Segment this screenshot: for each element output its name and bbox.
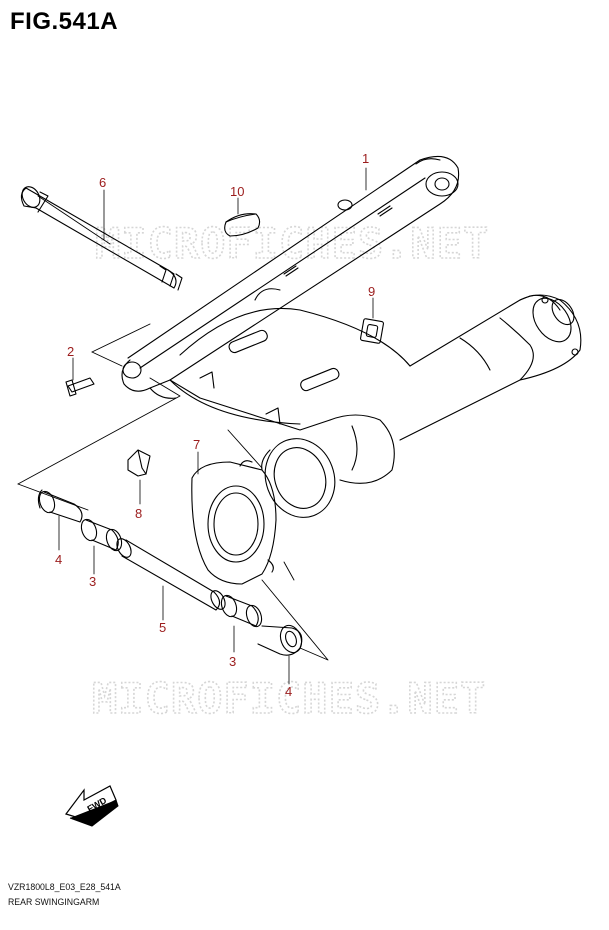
leader-lines [58, 167, 374, 685]
plug-part [224, 213, 261, 237]
callout-5[interactable]: 5 [159, 620, 166, 635]
callout-3a[interactable]: 3 [89, 574, 96, 589]
callout-4b[interactable]: 4 [285, 684, 292, 699]
swingarm-part [121, 155, 582, 518]
watermark-top: MICROFICHES.NET [95, 219, 489, 268]
callout-9[interactable]: 9 [368, 284, 375, 299]
bearing-part-right [220, 594, 263, 628]
callout-1[interactable]: 1 [362, 151, 369, 166]
figure-title: FIG.541A [10, 8, 119, 35]
callout-10[interactable]: 10 [230, 184, 244, 199]
figure-name: REAR SWINGINGARM [8, 897, 100, 908]
figure-code: VZR1800L8_E03_E28_541A [8, 882, 121, 893]
clip-part [360, 318, 384, 344]
callout-4a[interactable]: 4 [55, 552, 62, 567]
callout-6[interactable]: 6 [99, 175, 106, 190]
bush-part-right [257, 624, 303, 656]
callout-7[interactable]: 7 [193, 437, 200, 452]
bush-part-left [37, 489, 83, 523]
callout-2[interactable]: 2 [67, 344, 74, 359]
callout-3b[interactable]: 3 [229, 654, 236, 669]
pivot-shaft-part [20, 186, 183, 291]
bracket-part [127, 449, 151, 477]
bolt-part [65, 377, 95, 397]
fwd-arrow-icon: FWD [65, 785, 119, 827]
spacer-part [116, 538, 226, 611]
callout-8[interactable]: 8 [135, 506, 142, 521]
guide-lines [17, 195, 329, 661]
cover-part [191, 460, 277, 585]
